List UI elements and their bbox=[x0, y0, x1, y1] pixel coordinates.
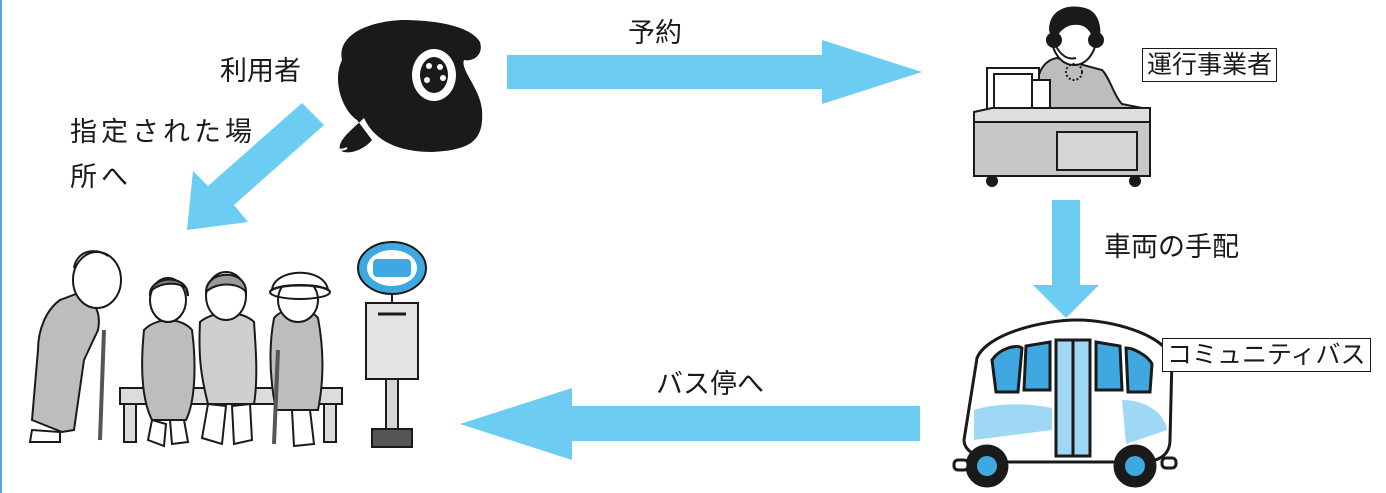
arrow-to-designated-place bbox=[187, 103, 324, 230]
reservation-label: 予約 bbox=[628, 18, 682, 49]
rotary-phone-icon bbox=[329, 20, 483, 153]
designated-place-label: 指定された場所へ bbox=[70, 117, 256, 193]
community-bus-icon bbox=[952, 318, 1178, 488]
community-bus-label: コミュニティバス bbox=[1162, 338, 1371, 372]
arrow-reservation bbox=[507, 40, 922, 104]
operator-label: 運行事業者 bbox=[1142, 48, 1278, 82]
arrow-to-bus-stop bbox=[460, 388, 920, 460]
elderly-people-group-icon bbox=[28, 250, 343, 448]
call-center-operator-icon bbox=[973, 6, 1151, 187]
to-bus-stop-label: バス停へ bbox=[656, 369, 764, 400]
user-label: 利用者 bbox=[220, 56, 301, 87]
bus-stop-sign-icon bbox=[357, 241, 427, 448]
vehicle-arrangement-label: 車両の手配 bbox=[1104, 232, 1239, 263]
arrow-vehicle-arrangement bbox=[1033, 200, 1099, 318]
